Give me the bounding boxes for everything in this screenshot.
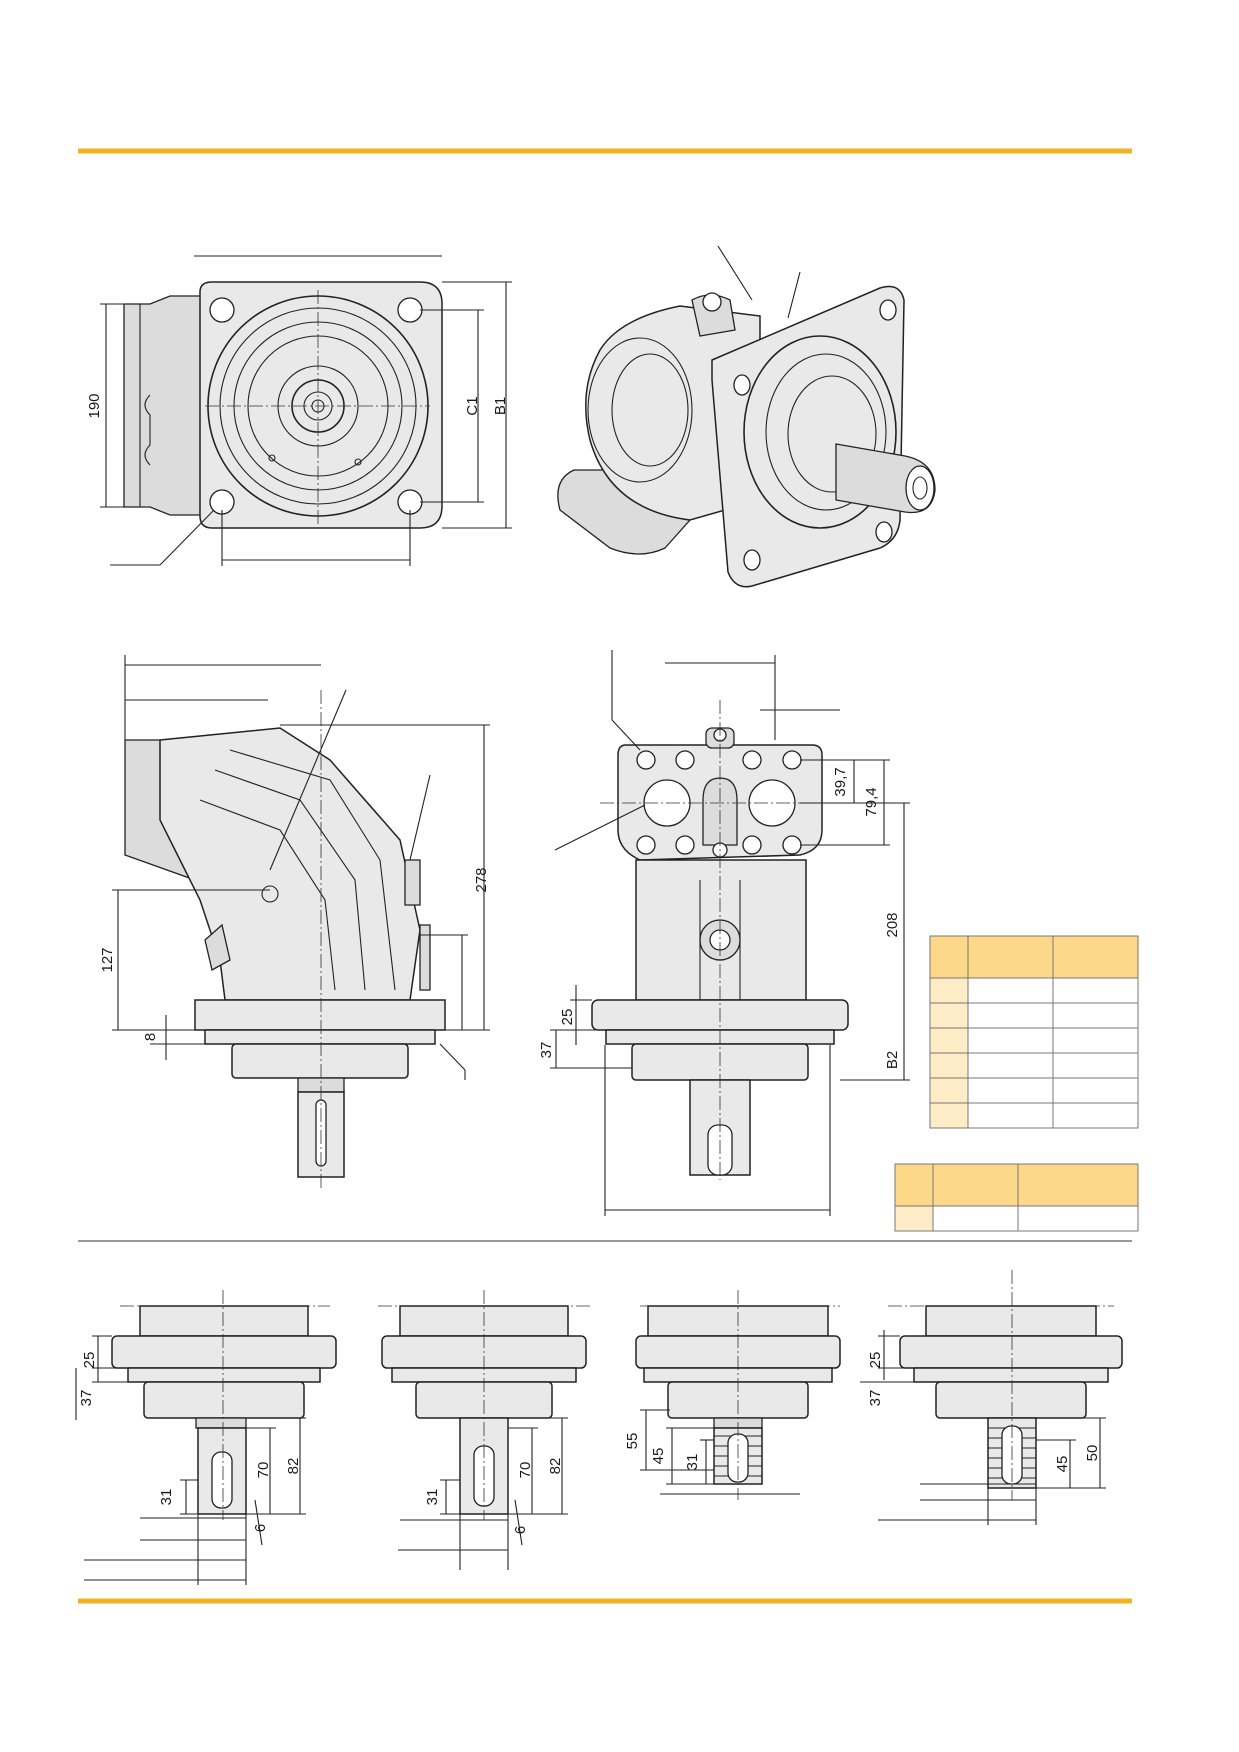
sv2-dim-6: 6 <box>512 1526 529 1534</box>
sv2-dim-82: 82 <box>547 1458 564 1475</box>
sv3-dim-45: 45 <box>650 1448 667 1465</box>
isometric-view <box>557 245 936 588</box>
dim-127: 127 <box>99 947 116 972</box>
dim-25: 25 <box>559 1009 576 1026</box>
sv4-dim-45: 45 <box>1054 1456 1071 1473</box>
side-view <box>112 655 490 1190</box>
dim-37: 37 <box>538 1042 555 1059</box>
table-small <box>894 1163 1139 1232</box>
front-view <box>100 255 512 566</box>
dim-79-4: 79,4 <box>863 787 880 816</box>
sv1-dim-31: 31 <box>158 1489 175 1506</box>
dim-c1: C1 <box>464 396 481 415</box>
shaft-variant-2 <box>378 1290 590 1570</box>
sv1-dim-70: 70 <box>255 1462 272 1479</box>
table-main <box>929 935 1139 1129</box>
shaft-variant-4 <box>860 1270 1123 1525</box>
dim-190: 190 <box>86 393 103 418</box>
sv2-dim-31: 31 <box>424 1489 441 1506</box>
sv2-dim-70: 70 <box>517 1462 534 1479</box>
sv3-dim-31: 31 <box>684 1454 701 1471</box>
dim-b1: B1 <box>492 397 509 415</box>
sv1-dim-25: 25 <box>81 1352 98 1369</box>
sv4-dim-25: 25 <box>867 1352 884 1369</box>
dim-39-7: 39,7 <box>832 767 849 796</box>
sv4-dim-37: 37 <box>867 1390 884 1407</box>
sv4-dim-50: 50 <box>1084 1445 1101 1462</box>
sv1-dim-82: 82 <box>285 1458 302 1475</box>
dim-278: 278 <box>473 867 490 892</box>
sv1-dim-6: 6 <box>252 1524 269 1532</box>
dim-b2: B2 <box>884 1051 901 1069</box>
dim-8: 8 <box>142 1033 159 1041</box>
sv1-dim-37: 37 <box>78 1390 95 1407</box>
shaft-variant-3 <box>635 1290 841 1500</box>
dim-208: 208 <box>884 912 901 937</box>
sv3-dim-55: 55 <box>624 1433 641 1450</box>
end-view <box>550 650 910 1216</box>
shaft-variant-1 <box>75 1290 337 1585</box>
